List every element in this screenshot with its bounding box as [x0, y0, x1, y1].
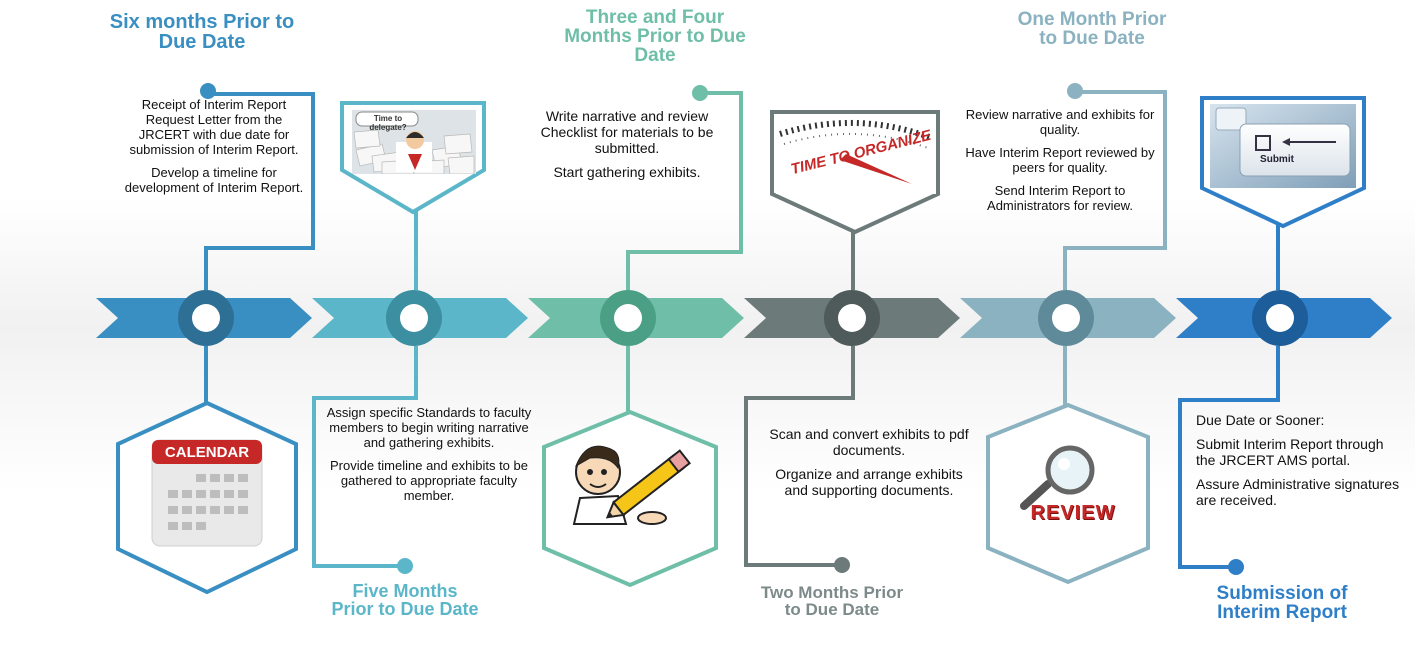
stage-1-title: Six months Prior to Due Date: [109, 11, 295, 53]
stage-4-text: Scan and convert exhibits to pdf documen…: [766, 426, 972, 506]
stage-4-connectors: [744, 230, 855, 573]
submit-label: Submit: [1260, 154, 1294, 165]
stage-6-text-line: Due Date or Sooner:: [1196, 412, 1325, 428]
pencil-writer-icon: [560, 438, 700, 528]
stage-5-text-line: Have Interim Report reviewed by peers fo…: [965, 144, 1155, 175]
review-label: REVIEW: [1030, 502, 1116, 524]
stage-3-text-line: Start gathering exhibits.: [553, 164, 701, 181]
stage-4-text-line: Organize and arrange exhibits and suppor…: [775, 466, 963, 499]
stage-6-text-line: Submit Interim Report through the JRCERT…: [1196, 436, 1384, 469]
stage-5-text-line: Send Interim Report to Administrators fo…: [987, 182, 1133, 213]
stage-3-connectors: [626, 85, 743, 418]
stage-2-title: Five Months Prior to Due Date: [331, 581, 479, 619]
stage-6-text-line: Assure Administrative signatures are rec…: [1196, 476, 1400, 509]
calendar-label: CALENDAR: [164, 444, 250, 461]
stage-1-text-line: Receipt of Interim Report Request Letter…: [129, 97, 299, 157]
magnifier-review-icon: REVIEW: [1004, 444, 1132, 542]
stage-6-text: Due Date or Sooner: Submit Interim Repor…: [1196, 412, 1404, 516]
paperwork-label: Time to delegate?: [369, 114, 407, 132]
stage-5-text: Review narrative and exhibits for qualit…: [962, 107, 1158, 222]
stage-4-text-line: Scan and convert exhibits to pdf documen…: [769, 426, 969, 459]
buried-in-paperwork-icon: Time to delegate?: [352, 110, 476, 174]
submit-key-icon: Submit: [1210, 104, 1356, 188]
stage-3-text: Write narrative and review Checklist for…: [522, 108, 732, 188]
calendar-icon: CALENDAR: [148, 438, 266, 550]
stage-2-text: Assign specific Standards to faculty mem…: [322, 405, 536, 512]
stage-6-connectors: [1178, 224, 1280, 575]
stage-1-text-line: Develop a timeline for development of In…: [124, 164, 304, 195]
stage-5-connectors: [1063, 83, 1167, 412]
stage-1-text: Receipt of Interim Report Request Letter…: [120, 97, 308, 204]
stage-3-text-line: Write narrative and review Checklist for…: [540, 108, 714, 157]
clock-organize-icon: TIME TO ORGANIZE: [776, 114, 936, 194]
stage-2-text-line: Assign specific Standards to faculty mem…: [326, 405, 532, 450]
stage-5-text-line: Review narrative and exhibits for qualit…: [965, 107, 1155, 137]
stage-3-title: Three and Four Months Prior to Due Date: [564, 7, 746, 66]
stage-2-connectors: [312, 210, 418, 574]
stage-6-title: Submission of Interim Report: [1216, 583, 1348, 623]
stage-5-title: One Month Prior to Due Date: [1017, 9, 1167, 49]
stage-4-title: Two Months Prior to Due Date: [760, 583, 904, 619]
stage-2-text-line: Provide timeline and exhibits to be gath…: [329, 457, 528, 503]
